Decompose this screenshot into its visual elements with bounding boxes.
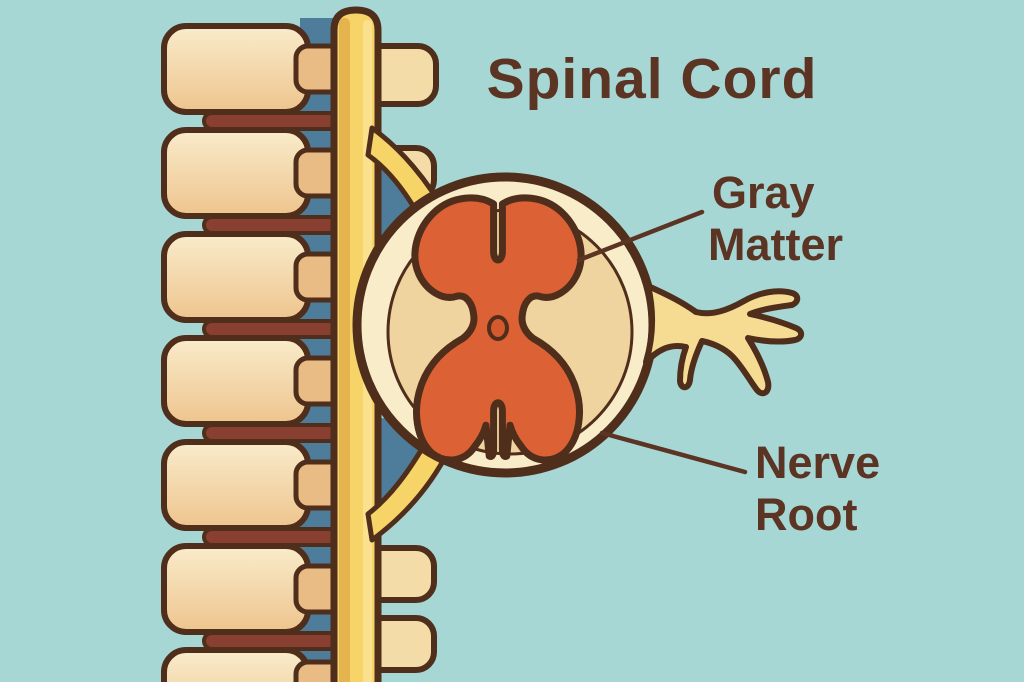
gray-matter-pointer-line — [576, 209, 705, 263]
intervertebral-disc — [202, 215, 346, 235]
vertebra — [161, 127, 311, 219]
intervertebral-disc — [202, 319, 346, 339]
intervertebral-disc — [202, 111, 346, 131]
intervertebral-disc — [202, 631, 346, 651]
vertebra — [161, 543, 311, 635]
vertebra — [161, 439, 311, 531]
intervertebral-disc — [202, 527, 346, 547]
nerve-root-label-line1: Nerve — [755, 437, 880, 488]
diagram-title: Spinal Cord — [487, 47, 818, 111]
vertebral-column — [161, 23, 311, 682]
nerve-root-pointer-line — [599, 430, 748, 475]
nerve-root-label-line2: Root — [755, 489, 857, 540]
vertebra — [161, 231, 311, 323]
central-canal — [487, 315, 509, 341]
gray-matter-label-line2: Matter — [708, 219, 843, 270]
vertebra — [161, 23, 311, 115]
nerve-root-branches — [643, 283, 805, 397]
vertebra — [161, 335, 311, 427]
intervertebral-disc — [202, 423, 346, 443]
spinal-cord-band-shade — [339, 18, 350, 682]
gray-matter-label-line1: Gray — [712, 167, 815, 218]
vertebra — [161, 647, 311, 682]
